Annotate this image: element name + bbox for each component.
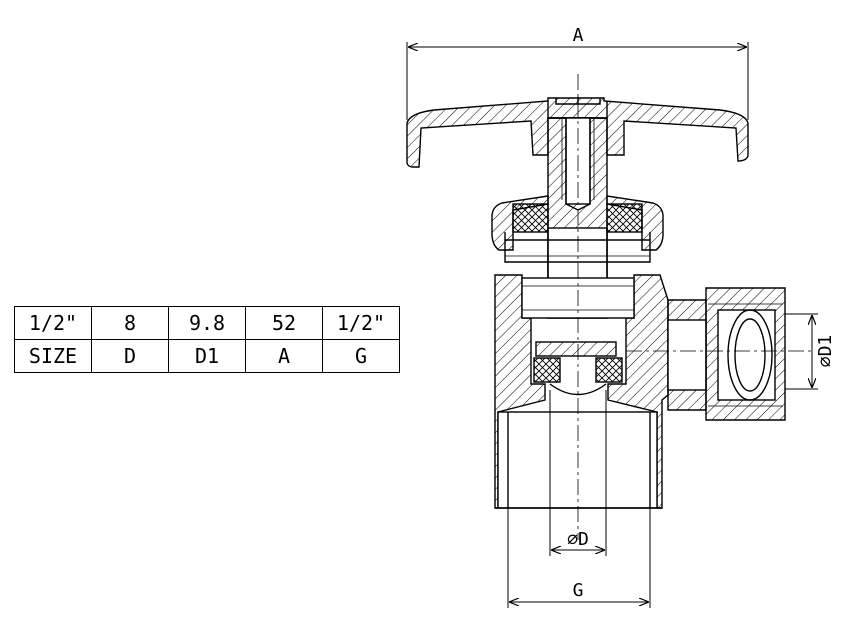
label-g: G (573, 580, 584, 601)
label-d1: ⌀D1 (815, 335, 836, 368)
header-row: SIZE D D1 A G (14, 339, 400, 373)
label-a: A (573, 25, 584, 46)
a-header: A (245, 339, 323, 373)
dimension-g: G (507, 508, 651, 608)
dimension-d: ⌀D (549, 390, 607, 556)
bonnet-nut (491, 195, 664, 263)
size-header: SIZE (14, 339, 92, 373)
spec-table: 1/2" 8 9.8 52 1/2" SIZE D D1 A G (14, 306, 400, 373)
side-outlet (667, 287, 786, 421)
centerlines (577, 74, 812, 540)
size-value: 1/2" (14, 306, 92, 340)
d1-header: D1 (168, 339, 246, 373)
value-row: 1/2" 8 9.8 52 1/2" (14, 306, 400, 340)
d-value: 8 (91, 306, 169, 340)
d-header: D (91, 339, 169, 373)
g-header: G (322, 339, 400, 373)
dimension-d1: ⌀D1 (785, 313, 836, 390)
valve-body (494, 274, 669, 509)
label-d: ⌀D (567, 529, 589, 550)
dimension-a: A (406, 25, 749, 120)
